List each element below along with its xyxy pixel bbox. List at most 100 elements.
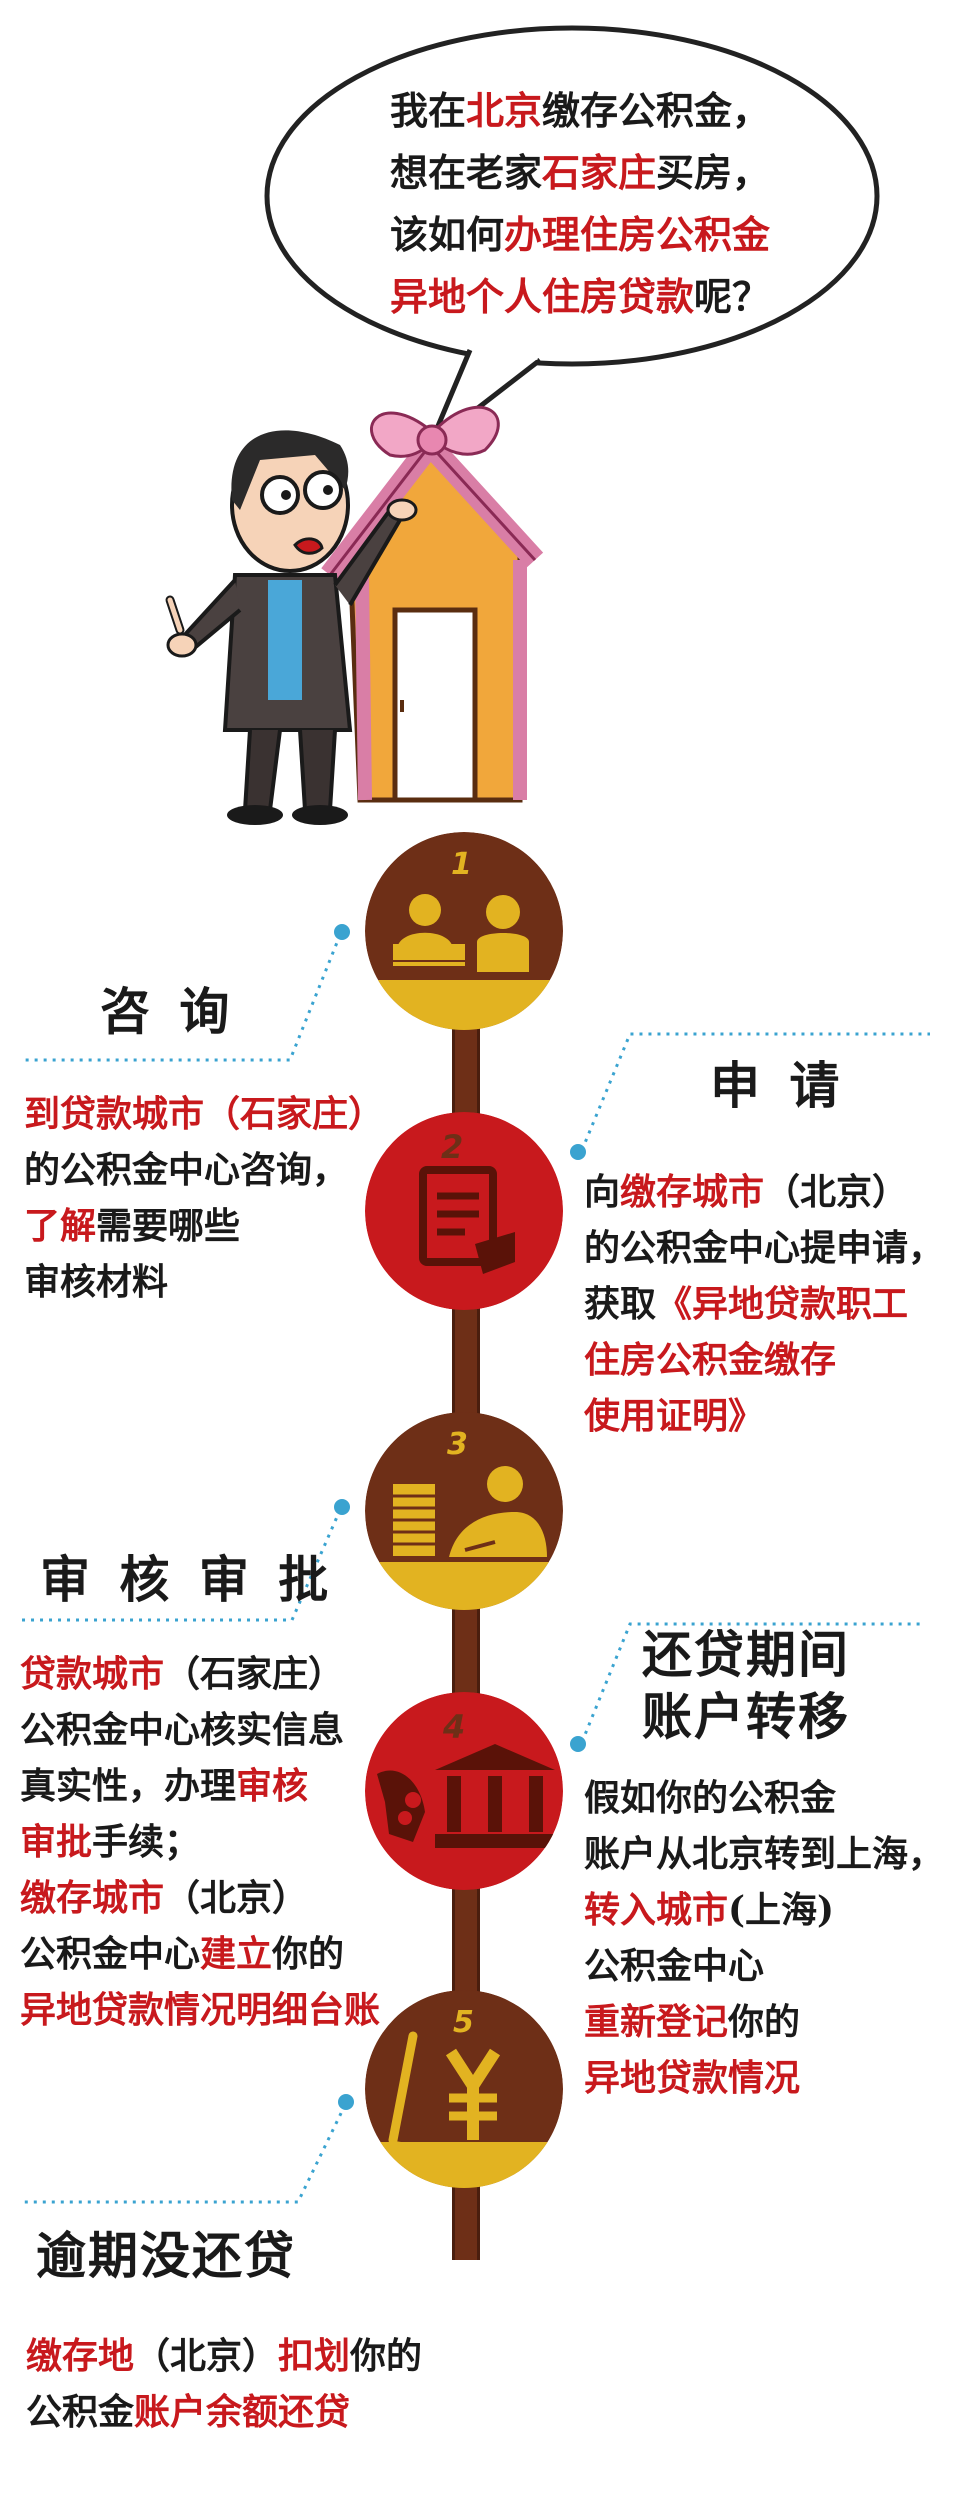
highlight-text: 了解: [24, 1205, 97, 1247]
plain-text: （北京）: [134, 2335, 279, 2377]
text-line: 贷款城市（石家庄）: [20, 1646, 450, 1702]
review-heading: 审 核 审 批: [40, 1550, 335, 1609]
review-icon: [393, 1466, 547, 1557]
highlight-text: 《异地贷款职工: [656, 1283, 909, 1325]
plain-text: 向: [584, 1171, 621, 1213]
plain-text: 公积金中心: [584, 1945, 765, 1987]
transfer-body: 假如你的公积金账户从北京转到上海， 转入城市(上海) 公积金中心重新登记你的异地贷款…: [584, 1770, 960, 2106]
step-2-circle: 2: [365, 1112, 563, 1310]
question-text: 我在北京缴存公积金，想在老家石家庄买房，该如何办理住房公积金异地个人住房贷款呢？: [390, 80, 810, 328]
text-line: 的公积金中心提申请，: [584, 1220, 954, 1276]
transfer-heading-line-1: 还贷期间: [642, 1625, 850, 1684]
plain-text: （石家庄）: [164, 1653, 345, 1695]
overdue-body: 缴存地（北京）扣划你的公积金账户余额还贷: [26, 2328, 546, 2440]
highlight-text: 北京: [466, 88, 543, 133]
plain-text: 需要哪些: [96, 1205, 241, 1247]
overdue-heading: 逾期没还贷: [36, 2226, 296, 2285]
text-line: 该如何办理住房公积金: [390, 204, 810, 266]
text-line: 公积金中心核实信息: [20, 1702, 450, 1758]
text-line: 获取《异地贷款职工: [584, 1276, 954, 1332]
text-line: 了解需要哪些: [24, 1198, 444, 1254]
document-icon: [419, 1166, 515, 1274]
plain-text: 手续；: [92, 1821, 201, 1863]
plain-text: 想在老家: [390, 150, 543, 195]
step-2-number: 2: [441, 1128, 463, 1166]
gift-house-icon: [321, 405, 544, 803]
plain-text: 缴存公积金，: [542, 88, 771, 133]
plain-text: 真实性，办理: [20, 1765, 237, 1807]
highlight-text: 缴存城市: [20, 1877, 165, 1919]
highlight-text: 异地贷款情况: [584, 2057, 801, 2099]
text-line: 我在北京缴存公积金，: [390, 80, 810, 142]
text-line: 住房公积金缴存: [584, 1332, 954, 1388]
transfer-heading: 还贷期间 账户转移: [642, 1624, 850, 1748]
highlight-text: 异地贷款情况明细台账: [20, 1989, 381, 2031]
text-line: 异地贷款情况: [584, 2050, 960, 2106]
text-line: 的公积金中心咨询，: [24, 1142, 444, 1198]
plain-text: （北京）: [164, 1877, 309, 1919]
highlight-text: 贷款城市: [20, 1653, 165, 1695]
text-line: 审批手续；: [20, 1814, 450, 1870]
review-body: 贷款城市（石家庄）公积金中心核实信息真实性，办理审核审批手续；缴存城市（北京）公…: [20, 1646, 450, 2038]
step-1-number: 1: [451, 847, 472, 882]
plain-text: （北京）: [764, 1171, 909, 1213]
plain-text: 账户从北京转到上海，: [584, 1833, 945, 1875]
text-line: 假如你的公积金: [584, 1770, 960, 1826]
text-line: 公积金中心建立你的: [20, 1926, 450, 1982]
consult-heading: 咨 询: [100, 982, 236, 1041]
text-line: 异地个人住房贷款呢？: [390, 266, 810, 328]
plain-text: 你的: [272, 1933, 345, 1975]
text-line: 想在老家石家庄买房，: [390, 142, 810, 204]
transfer-heading-line-2: 账户转移: [642, 1687, 850, 1746]
yuan-pen-icon: [388, 2031, 501, 2158]
highlight-text: 扣划: [278, 2335, 351, 2377]
highlight-text: 石家庄: [542, 150, 657, 195]
highlight-text: 缴存城市: [620, 1171, 765, 1213]
step-4-circle: 4: [365, 1692, 563, 1890]
step-3-number: 3: [447, 1427, 468, 1462]
cartoon-man-with-gift-house: [165, 405, 544, 825]
text-line: 重新登记你的: [584, 1994, 960, 2050]
apply-heading: 申 请: [710, 1056, 846, 1115]
plain-text: 公积金: [26, 2391, 135, 2433]
text-line: 真实性，办理审核: [20, 1758, 450, 1814]
highlight-text: 使用证明》: [584, 1395, 765, 1437]
consult-body: 到贷款城市（石家庄） 的公积金中心咨询， 了解需要哪些审核材料: [24, 1086, 444, 1310]
text-line: 审核材料: [24, 1254, 444, 1310]
highlight-text: 办理住房公积金: [504, 212, 771, 257]
highlight-text: 建立: [200, 1933, 273, 1975]
step-4-number: 4: [442, 1708, 465, 1746]
bank-transfer-icon: [377, 1744, 555, 1848]
plain-text: 公积金中心核实信息: [20, 1709, 345, 1751]
plain-text: 买房，: [656, 150, 771, 195]
text-line: 向缴存城市（北京）: [584, 1164, 954, 1220]
apply-body: 向缴存城市（北京） 的公积金中心提申请， 获取《异地贷款职工住房公积金缴存使用证明》: [584, 1164, 954, 1444]
highlight-text: 住房公积金缴存: [584, 1339, 837, 1381]
plain-text: 呢？: [694, 274, 771, 319]
text-line: 缴存城市（北京）: [20, 1870, 450, 1926]
highlight-text: 重新登记: [584, 2001, 729, 2043]
highlight-text: 到贷款城市（石家庄）: [24, 1093, 385, 1135]
text-line: 转入城市(上海): [584, 1882, 960, 1938]
text-line: 使用证明》: [584, 1388, 954, 1444]
plain-text: 公积金中心: [20, 1933, 201, 1975]
plain-text: 的公积金中心提申请，: [584, 1227, 945, 1269]
highlight-text: 缴存地: [26, 2335, 135, 2377]
highlight-text: 审核: [236, 1765, 309, 1807]
text-line: 账户从北京转到上海，: [584, 1826, 960, 1882]
plain-text: 审核材料: [24, 1261, 169, 1303]
plain-text: (上海): [728, 1889, 835, 1931]
cartoon-man-icon: [165, 430, 418, 825]
plain-text: 我在: [390, 88, 467, 133]
plain-text: 你的: [350, 2335, 423, 2377]
text-line: 缴存地（北京）扣划你的: [26, 2328, 546, 2384]
text-line: 公积金中心: [584, 1938, 960, 1994]
highlight-text: 转入城市: [584, 1889, 729, 1931]
plain-text: 的公积金中心咨询，: [24, 1149, 349, 1191]
plain-text: 你的: [728, 2001, 801, 2043]
consult-icon: [393, 894, 529, 972]
plain-text: 该如何: [390, 212, 505, 257]
text-line: 到贷款城市（石家庄）: [24, 1086, 444, 1142]
plain-text: 假如你的公积金: [584, 1777, 837, 1819]
